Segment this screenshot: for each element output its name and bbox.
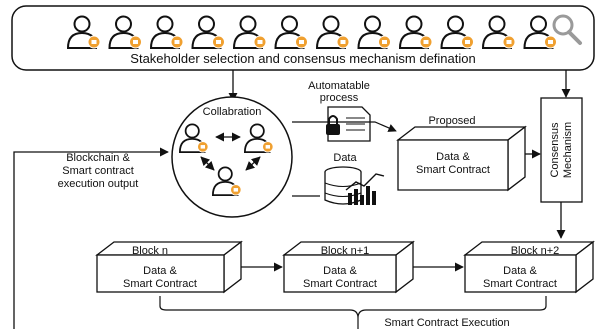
output-label-line3: execution output (58, 178, 139, 190)
collaboration-label: Collabration (203, 106, 262, 118)
automatable-label-line2: process (320, 92, 359, 104)
feedback-line (13, 147, 169, 329)
block-n: Block n Data & Smart Contract (95, 240, 243, 294)
proposed-block: Proposed block Data & Smart Contract (396, 115, 527, 192)
proposed-content-line1: Data & (436, 151, 470, 163)
stakeholder-banner: Stakeholder selection and consensus mech… (11, 5, 595, 71)
banner-label: Stakeholder selection and consensus mech… (130, 51, 475, 66)
proposed-label-line1: Proposed (428, 115, 475, 127)
output-label-line1: Blockchain & (66, 152, 130, 164)
execution-label: Smart Contract Execution (384, 317, 509, 329)
block-content-line2: Smart Contract (483, 278, 557, 290)
collaboration-circle: Collabration (171, 96, 293, 218)
block-content-line2: Smart Contract (123, 278, 197, 290)
block-content-line1: Data & (323, 265, 357, 277)
block-title: Block n+1 (321, 245, 370, 257)
output-label-line2: Smart contract (62, 165, 134, 177)
execution-brace (159, 296, 547, 319)
database-icon (324, 166, 385, 205)
consensus-label-line2: Mechanism (562, 122, 574, 178)
document-lock-icon (326, 106, 371, 142)
block-n-plus-1: Block n+1 Data & Smart Contract (282, 240, 415, 294)
automatable-label-line1: Automatable (308, 80, 370, 92)
consensus-mechanism: Consensus Mechanism (540, 97, 583, 203)
proposed-content-line2: Smart Contract (416, 164, 490, 176)
arrow-collab-to-proposed (292, 121, 397, 132)
block-n-plus-2: Block n+2 Data & Smart Contract (463, 240, 595, 294)
block-title: Block n (132, 245, 168, 257)
block-content-line1: Data & (503, 265, 537, 277)
data-label: Data (333, 152, 357, 164)
consensus-label-line1: Consensus (549, 122, 561, 178)
block-chain: Block n Data & Smart Contract Block n+1 … (95, 240, 595, 294)
search-icon (552, 14, 582, 45)
block-title: Block n+2 (511, 245, 560, 257)
block-content-line1: Data & (143, 265, 177, 277)
block-content-line2: Smart Contract (303, 278, 377, 290)
